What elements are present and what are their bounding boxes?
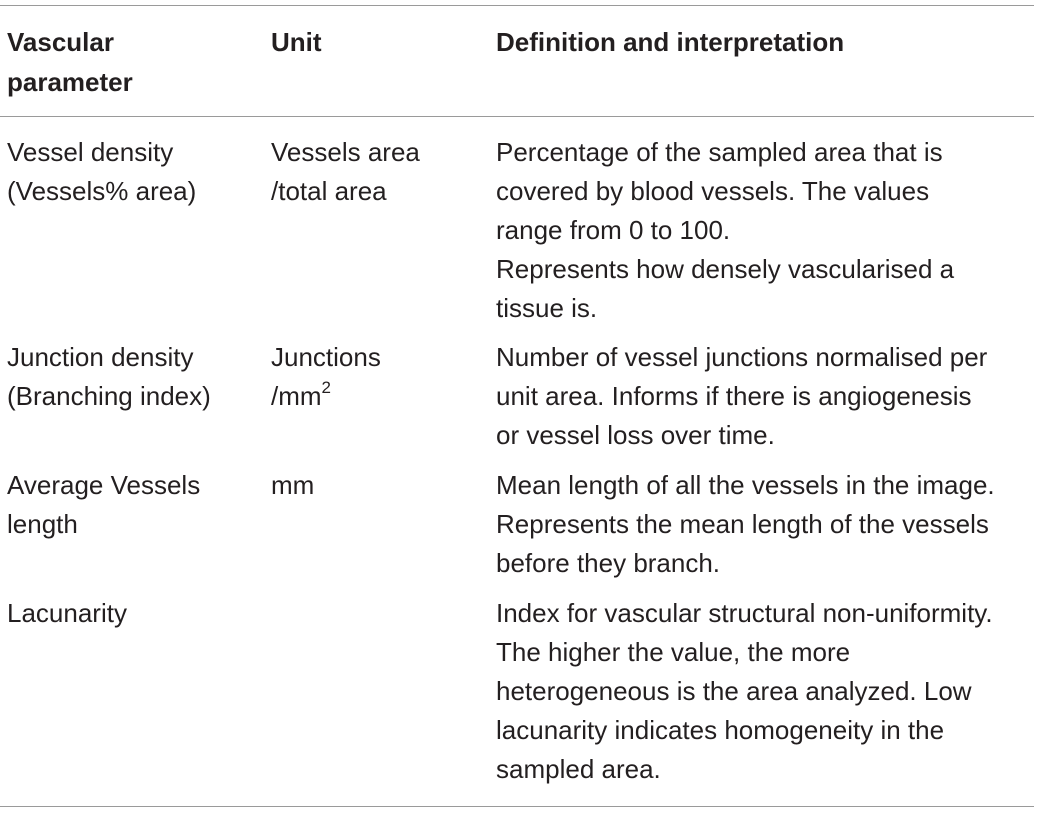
row-lacunarity-parameter: Lacunarity [7, 598, 127, 628]
table-header-rule [0, 116, 1034, 117]
row-average-vessels-length-parameter: Average Vessels length [7, 470, 201, 539]
row-average-vessels-length-definition: Mean length of all the vessels in the im… [496, 470, 995, 578]
header-unit: Unit [271, 27, 322, 57]
row-vessel-density-definition: Percentage of the sampled area that is c… [496, 137, 955, 323]
row-junction-density-unit: Junctions /mm2 [271, 338, 491, 416]
header-definition: Definition and interpretation [496, 27, 845, 57]
row-junction-density-parameter: Junction density (Branching index) [7, 342, 211, 411]
unit-text: Junctions /mm [271, 342, 381, 411]
row-junction-density-definition: Number of vessel junctions normalised pe… [496, 342, 988, 450]
row-lacunarity-definition: Index for vascular structural non-unifor… [496, 598, 993, 784]
row-vessel-density-unit: Vessels area /total area [271, 137, 420, 206]
unit-superscript: 2 [321, 378, 332, 398]
table-top-rule [0, 5, 1034, 6]
row-vessel-density-parameter: Vessel density (Vessels% area) [7, 137, 197, 206]
header-parameter: Vascular parameter [7, 27, 133, 97]
table-bottom-rule [0, 806, 1034, 807]
row-average-vessels-length-unit: mm [271, 470, 315, 500]
